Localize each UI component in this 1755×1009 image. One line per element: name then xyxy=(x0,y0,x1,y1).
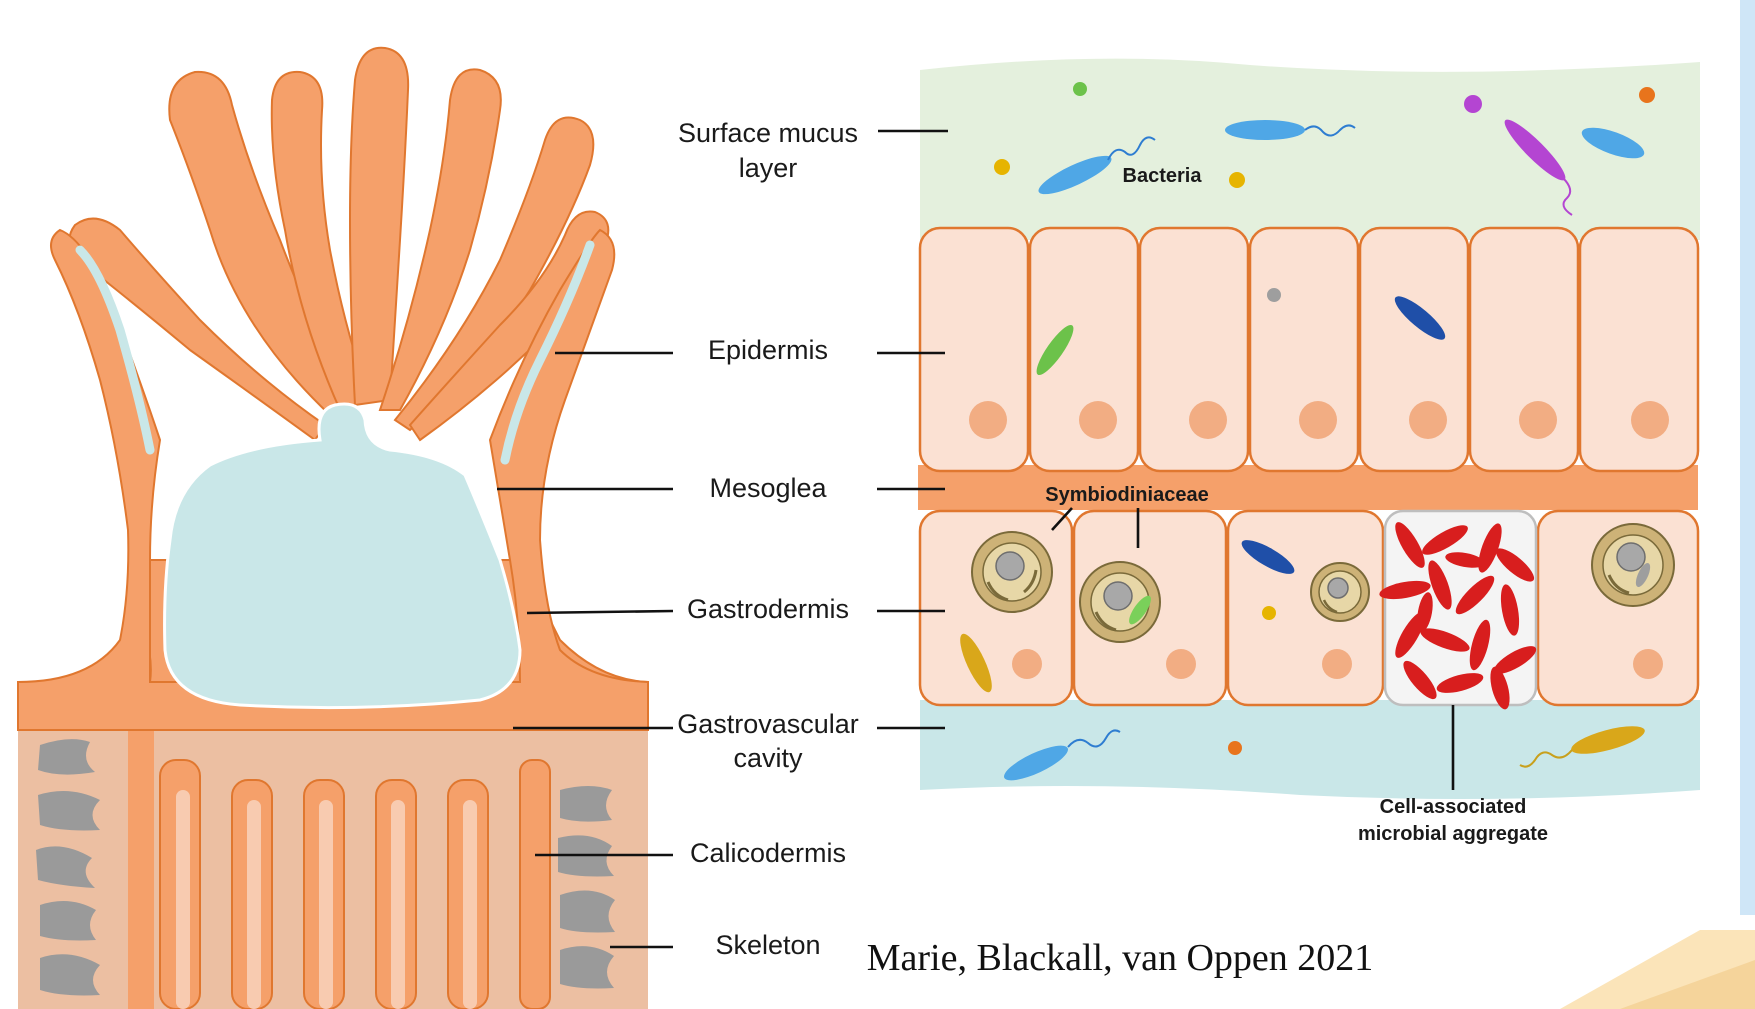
layer-labels: Surface mucus layer Epidermis Mesoglea G… xyxy=(677,118,859,960)
label-surface-mucus-line2: layer xyxy=(739,153,798,183)
gastrovascular-cavity xyxy=(165,404,520,708)
label-gastrodermis: Gastrodermis xyxy=(687,594,849,624)
label-surface-mucus: Surface mucus xyxy=(678,118,858,148)
label-gastrovascular-cavity-line2: cavity xyxy=(733,743,803,773)
callout-aggregate: Cell-associated xyxy=(1380,796,1527,818)
surface-mucus-region xyxy=(920,59,1700,240)
polyp-cross-section xyxy=(18,48,648,1009)
label-epidermis: Epidermis xyxy=(708,335,828,365)
callout-aggregate-line2: microbial aggregate xyxy=(1358,823,1548,845)
callout-bacteria: Bacteria xyxy=(1123,165,1203,187)
citation: Marie, Blackall, van Oppen 2021 xyxy=(867,937,1374,979)
label-skeleton: Skeleton xyxy=(715,930,820,960)
label-mesoglea: Mesoglea xyxy=(709,473,827,503)
tissue-layers xyxy=(918,59,1700,799)
label-gastrovascular-cavity: Gastrovascular xyxy=(677,709,859,739)
label-calicodermis: Calicodermis xyxy=(690,838,846,868)
callout-symbiodiniaceae: Symbiodiniaceae xyxy=(1045,484,1208,506)
